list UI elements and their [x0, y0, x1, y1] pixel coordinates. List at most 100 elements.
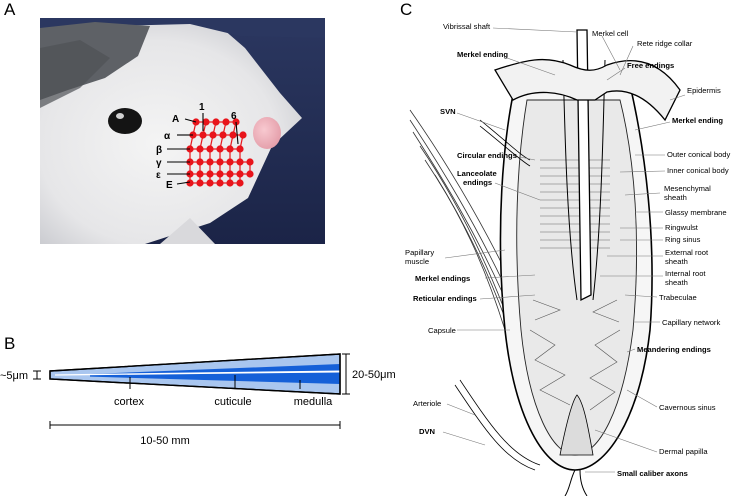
- whisker-dot: [226, 145, 234, 153]
- whisker-dot: [209, 131, 217, 139]
- label-merkel-ending-top: Merkel ending: [457, 50, 508, 59]
- row-label-e: E: [166, 180, 173, 191]
- label-leaders: [442, 27, 686, 473]
- label-lanceolate-endings: endings: [463, 178, 492, 187]
- label-capillary-network: Capillary network: [662, 318, 720, 327]
- rat-nose: [253, 117, 281, 149]
- label-cuticule: cuticule: [214, 396, 251, 408]
- label-rete-ridge-collar: Rete ridge collar: [637, 39, 693, 48]
- label-mesenchymal-sheath: sheath: [664, 193, 687, 202]
- panel-label-a: A: [4, 0, 16, 19]
- left-dimension: [33, 370, 41, 380]
- whisker-dot: [202, 118, 210, 126]
- label-internal-root-sheath: sheath: [665, 278, 688, 287]
- label-free-endings: Free endings: [627, 61, 674, 70]
- whisker-dot: [229, 131, 237, 139]
- whisker-dot: [216, 158, 224, 166]
- whisker-dot: [239, 131, 247, 139]
- rat-photo: A α β γ ε E 1 6: [40, 18, 325, 244]
- whisker-dot: [236, 158, 244, 166]
- whisker-dot: [196, 145, 204, 153]
- left-dimension-label: ~5μm: [0, 370, 28, 382]
- label-dvn: DVN: [419, 427, 435, 436]
- whisker-dot: [199, 131, 207, 139]
- label-papillary-muscle: muscle: [405, 257, 429, 266]
- label-epidermis: Epidermis: [687, 86, 721, 95]
- whisker-dot: [206, 158, 214, 166]
- right-dimension-label: 20-50μm: [352, 369, 396, 381]
- row-label-alpha: α: [164, 131, 171, 142]
- label-lanceolate: Lanceolate: [457, 169, 497, 178]
- whisker-dot: [206, 145, 214, 153]
- whisker-dot: [206, 179, 214, 187]
- hair-cortex-line: [55, 370, 340, 376]
- whisker-dot: [236, 170, 244, 178]
- whisker-dot: [196, 179, 204, 187]
- label-papillary: Papillary: [405, 248, 434, 257]
- panel-label-c: C: [400, 0, 413, 19]
- epidermis-surface: [494, 58, 681, 122]
- label-glassy-membrane: Glassy membrane: [665, 208, 727, 217]
- axon-bundle-2: [579, 469, 588, 496]
- label-merkel-cell: Merkel cell: [592, 29, 629, 38]
- label-dermal-papilla: Dermal papilla: [659, 447, 708, 456]
- col-label-6: 6: [231, 111, 237, 122]
- eye-highlight: [116, 113, 124, 119]
- whisker-dot: [186, 179, 194, 187]
- hair-medulla: [90, 364, 340, 384]
- length-dimension: [49, 421, 341, 429]
- whisker-dot: [216, 145, 224, 153]
- label-small-caliber-axons: Small caliber axons: [617, 469, 688, 478]
- whisker-dot: [246, 158, 254, 166]
- row-label-a: A: [172, 114, 179, 125]
- follicle-diagram: Vibrissal shaft Merkel cell Rete ridge c…: [405, 22, 731, 496]
- whisker-dot: [212, 118, 220, 126]
- hair-outline: [49, 353, 341, 395]
- whisker-dot: [216, 170, 224, 178]
- hair-diagram: ~5μm 20-50μm cortex cuticule medulla 10-…: [0, 353, 396, 447]
- label-cortex: cortex: [114, 396, 144, 408]
- col-label-1: 1: [199, 102, 205, 113]
- label-mesenchymal: Mesenchymal: [664, 184, 711, 193]
- whisker-dot: [236, 179, 244, 187]
- dermal-papilla-shape: [559, 394, 594, 456]
- label-arteriole: Arteriole: [413, 399, 441, 408]
- whisker-dot: [226, 158, 234, 166]
- whisker-dot: [206, 170, 214, 178]
- row-label-epsilon: ε: [156, 170, 161, 181]
- whisker-dot: [246, 170, 254, 178]
- whisker-dot: [226, 179, 234, 187]
- label-outer-conical-body: Outer conical body: [667, 150, 731, 159]
- panel-label-b: B: [4, 334, 16, 353]
- axon-bundle-1: [564, 469, 576, 496]
- whisker-dot: [196, 170, 204, 178]
- whisker-dot: [236, 145, 244, 153]
- right-dimension: [342, 353, 350, 395]
- label-capsule: Capsule: [428, 326, 456, 335]
- label-inner-conical-body: Inner conical body: [667, 166, 729, 175]
- label-merkel-endings: Merkel endings: [415, 274, 470, 283]
- whisker-dot: [226, 170, 234, 178]
- pointer-lines: [129, 375, 301, 389]
- grey-fur-shadow: [40, 40, 110, 108]
- whisker-dot: [216, 179, 224, 187]
- rat-eye: [108, 108, 142, 134]
- whisker-dot: [222, 118, 230, 126]
- trabeculae-lines: [529, 299, 621, 411]
- label-medulla: medulla: [294, 396, 333, 408]
- label-ringwulst: Ringwulst: [665, 223, 699, 232]
- label-external-root-sheath: sheath: [665, 257, 688, 266]
- length-dimension-label: 10-50 mm: [140, 435, 190, 447]
- row-label-beta: β: [156, 145, 162, 156]
- whisker-dot: [196, 158, 204, 166]
- label-internal-root: Internal root: [665, 269, 706, 278]
- label-svn: SVN: [440, 107, 456, 116]
- label-meandering-endings: Meandering endings: [637, 345, 711, 354]
- row-label-gamma: γ: [156, 158, 162, 169]
- label-reticular-endings: Reticular endings: [413, 294, 477, 303]
- rat-chin: [160, 218, 215, 244]
- label-trabeculae: Trabeculae: [659, 293, 697, 302]
- label-external-root: External root: [665, 248, 709, 257]
- papillary-muscle-fibers: [409, 109, 506, 331]
- ringwulst-bands: [540, 159, 610, 249]
